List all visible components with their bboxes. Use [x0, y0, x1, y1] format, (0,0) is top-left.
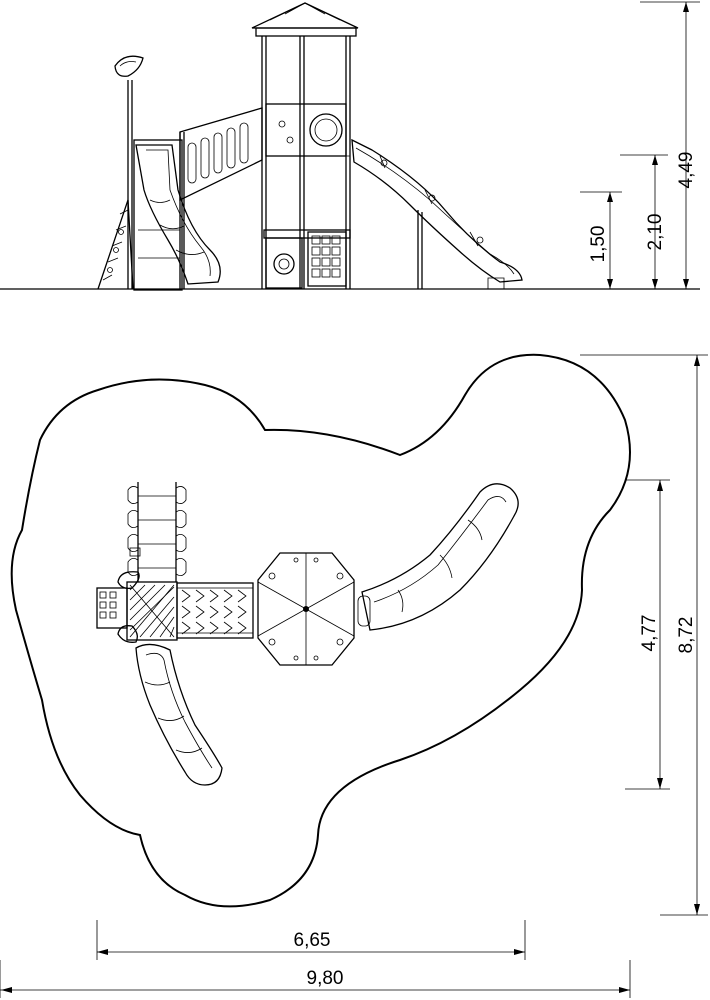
dim-height-platform-low: 1,50: [588, 226, 609, 263]
dim-depth-structure: 4,77: [639, 615, 660, 652]
safety-zone-outline: [10, 353, 631, 908]
tower-roof: [251, 2, 359, 29]
ladder-plan: [127, 482, 187, 582]
right-slide-elevation: [351, 138, 523, 290]
bridge-panel: [179, 107, 263, 289]
plan-dimensions: 8,72 4,77 6,65 9,80: [0, 354, 708, 998]
right-slide-plan: [357, 483, 519, 631]
dim-width-structure: 6,65: [294, 930, 331, 951]
left-platform-plan: [96, 571, 178, 643]
dim-height-platform-high: 2,10: [645, 214, 666, 251]
tower-platform-plan: [257, 552, 355, 666]
dim-height-total: 4,49: [676, 152, 697, 189]
periscope-pole: [114, 55, 144, 289]
bridge-plan: [176, 582, 254, 639]
dim-depth-total: 8,72: [676, 617, 697, 654]
dim-width-total: 9,80: [307, 968, 344, 989]
left-slide-elevation: [133, 139, 221, 291]
elevation-dimensions: 4,49 2,10 1,50: [580, 1, 700, 289]
elevation-view: 4,49 2,10 1,50: [0, 1, 700, 291]
central-tower: [251, 2, 359, 289]
left-slide-plan: [135, 643, 223, 786]
climbing-wall: [97, 199, 134, 290]
plan-view: 8,72 4,77 6,65 9,80: [0, 353, 708, 998]
